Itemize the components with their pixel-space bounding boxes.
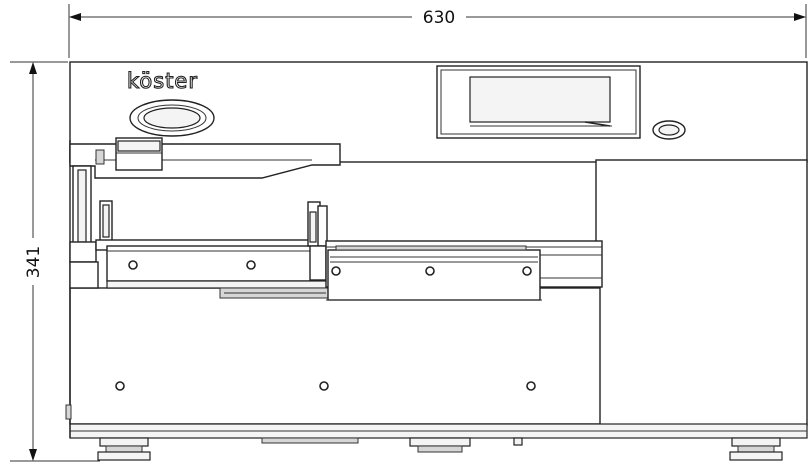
width-dimension: 630 bbox=[68, 4, 807, 58]
screws bbox=[115, 260, 536, 391]
middle-posts bbox=[307, 201, 328, 281]
tray-left bbox=[95, 200, 331, 299]
press-arm bbox=[69, 137, 341, 179]
brand-logo: köster bbox=[127, 69, 198, 93]
height-dimension-label: 341 bbox=[24, 246, 44, 278]
round-port bbox=[129, 99, 215, 137]
foot-right bbox=[729, 437, 783, 461]
small-plug bbox=[513, 437, 523, 446]
tray-right bbox=[325, 240, 603, 301]
left-post bbox=[69, 165, 99, 289]
display-screen bbox=[436, 65, 641, 139]
foot-middle bbox=[409, 437, 471, 453]
height-dimension: 341 bbox=[10, 61, 100, 462]
foot-left bbox=[97, 437, 151, 461]
center-drain bbox=[261, 437, 359, 444]
control-button bbox=[652, 120, 686, 140]
width-dimension-label: 630 bbox=[423, 8, 455, 28]
feet bbox=[97, 437, 783, 461]
